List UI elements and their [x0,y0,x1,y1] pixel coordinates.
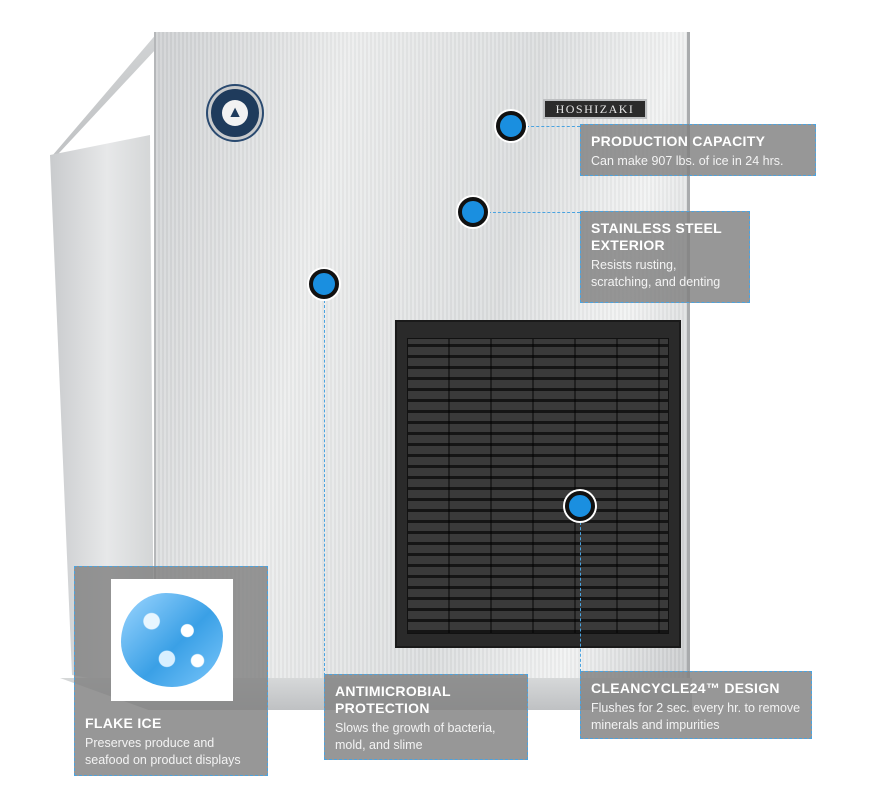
callout-desc: Can make 907 lbs. of ice in 24 hrs. [591,154,784,168]
front-grille [395,320,681,648]
callout-title: STAINLESS STEEL EXTERIOR [591,220,722,253]
hotspot-production[interactable] [496,111,526,141]
callout-cleancycle: CLEANCYCLE24™ DESIGN Flushes for 2 sec. … [580,671,812,739]
callout-desc: Preserves produce and seafood on product… [85,736,241,767]
callout-title: CLEANCYCLE24™ DESIGN [591,680,780,696]
hotspot-cleancycle[interactable] [565,491,595,521]
callout-desc: Resists rusting, scratching, and denting [591,258,721,289]
callout-desc: Slows the growth of bacteria, mold, and … [335,721,496,752]
brand-nameplate: HOSHIZAKI [543,99,647,119]
callout-antimicrobial: ANTIMICROBIAL PROTECTION Slows the growt… [324,674,528,760]
callout-title: ANTIMICROBIAL PROTECTION [335,683,451,716]
brand-badge: ▲ [208,86,262,140]
leader-stainless [488,212,580,213]
leader-production [526,126,580,127]
callout-flake-ice: FLAKE ICE Preserves produce and seafood … [74,566,268,776]
hotspot-antimicrobial[interactable] [309,269,339,299]
callout-title: PRODUCTION CAPACITY [591,133,766,149]
leader-antimicrobial [324,300,325,676]
flake-ice-thumbnail [111,579,233,701]
grille-slats [407,338,669,634]
hotspot-stainless[interactable] [458,197,488,227]
penguin-logo-icon: ▲ [222,100,248,126]
callout-desc: Flushes for 2 sec. every hr. to remove m… [591,701,801,732]
callout-stainless-steel: STAINLESS STEEL EXTERIOR Resists rusting… [580,211,750,303]
leader-cleancycle [580,522,581,672]
callout-title: FLAKE ICE [85,715,162,731]
flake-ice-image [121,593,223,687]
callout-production-capacity: PRODUCTION CAPACITY Can make 907 lbs. of… [580,124,816,176]
